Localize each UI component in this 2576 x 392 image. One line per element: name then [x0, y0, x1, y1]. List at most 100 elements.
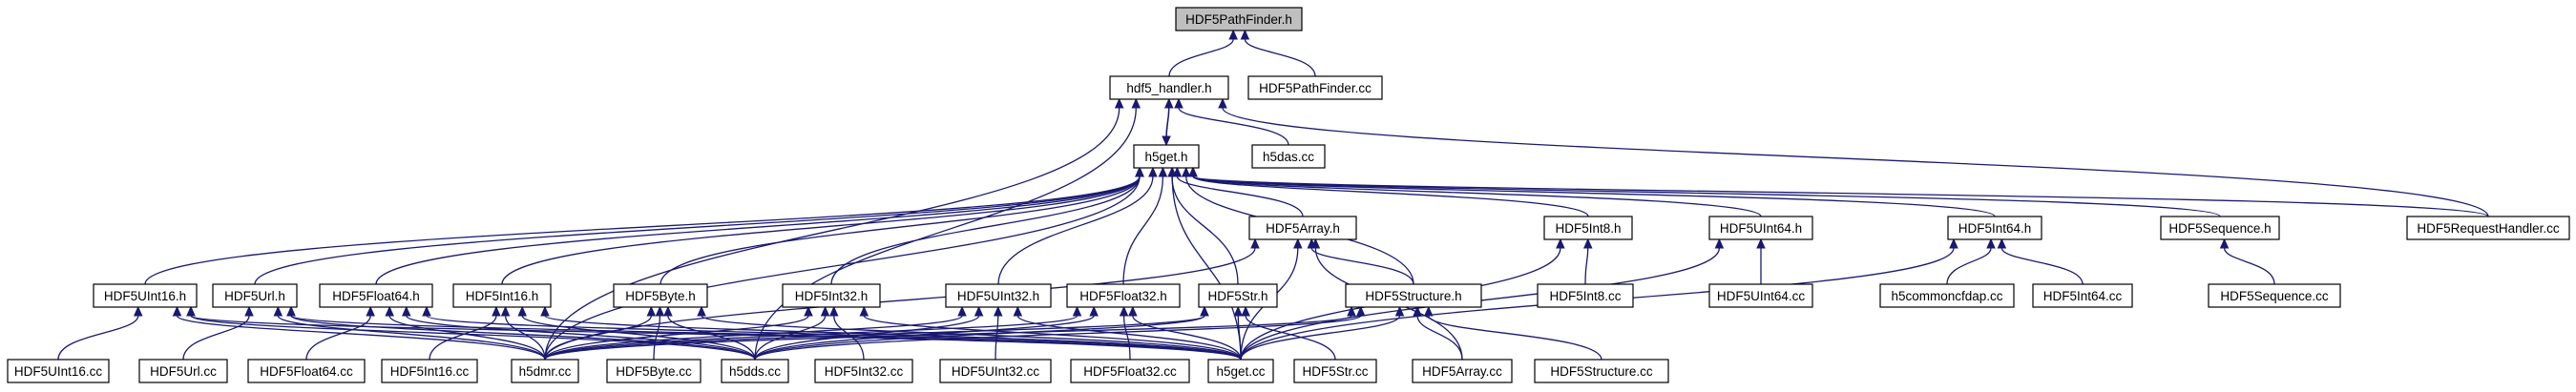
node-hdf5array-h[interactable]: HDF5Array.h: [1248, 216, 1357, 240]
node-hdf5uint16-h[interactable]: HDF5UInt16.h: [93, 283, 198, 308]
node-box: [1251, 144, 1326, 169]
edge-hdf5sequence_h-to-hdf5sequence_cc: [2219, 237, 2275, 285]
node-hdf5uint32-h[interactable]: HDF5UInt32.h: [945, 283, 1052, 308]
node-label: HDF5Int64.h: [1958, 221, 2032, 236]
edge-hdf5byte_h-to-h5dmr_cc: [544, 305, 657, 361]
node-hdf5sequence-h[interactable]: HDF5Sequence.h: [2160, 216, 2280, 240]
edge-h5get_h-to-hdf5byte_h: [660, 166, 1144, 285]
node-box: [1345, 283, 1482, 308]
node-box: [452, 283, 552, 308]
node-hdf5url-h[interactable]: HDF5Url.h: [212, 283, 298, 308]
edge-hdf5uint32_h-to-h5get_cc: [1013, 305, 1242, 361]
node-box: [212, 283, 298, 308]
node-hdf5int32-cc[interactable]: HDF5Int32.cc: [814, 359, 913, 383]
node-box: [1879, 283, 2015, 308]
node-hdf5structure-cc[interactable]: HDF5Structure.cc: [1534, 359, 1669, 383]
edge-hdf5int64_h-to-hdf5int64_cc: [1997, 237, 2084, 285]
node-box: [606, 359, 702, 383]
node-h5get-cc[interactable]: h5get.cc: [1207, 359, 1274, 383]
node-h5commoncfdap-cc[interactable]: h5commoncfdap.cc: [1879, 283, 2015, 308]
node-label: HDF5Int32.h: [795, 289, 869, 303]
edge-hdf5uint32_h-to-hdf5uint32_cc: [993, 305, 1003, 361]
edge-hdf5str_h-to-hdf5str_cc: [1241, 305, 1336, 361]
edge-hdf5url_h-to-h5dmr_cc: [273, 305, 546, 361]
node-h5dmr-cc[interactable]: h5dmr.cc: [511, 359, 579, 383]
node-hdf5-handler-h[interactable]: hdf5_handler.h: [1109, 75, 1229, 100]
node-hdf5str-cc[interactable]: HDF5Str.cc: [1293, 359, 1377, 383]
edge-root-to-hdf5_handler_h: [1168, 29, 1238, 77]
node-hdf5structure-h[interactable]: HDF5Structure.h: [1345, 283, 1482, 308]
node-root: HDF5PathFinder.h: [1175, 7, 1303, 31]
node-hdf5byte-h[interactable]: HDF5Byte.h: [613, 283, 708, 308]
node-hdf5str-h[interactable]: HDF5Str.h: [1198, 283, 1278, 308]
nodes-layer: HDF5PathFinder.h hdf5_handler.h HDF5PathFi…: [7, 7, 2570, 383]
node-label: HDF5Structure.h: [1365, 289, 1461, 303]
node-hdf5uint64-h[interactable]: HDF5UInt64.h: [1708, 216, 1813, 240]
node-hdf5int32-h[interactable]: HDF5Int32.h: [782, 283, 881, 308]
node-box: [1708, 283, 1813, 308]
node-hdf5float64-cc[interactable]: HDF5Float64.cc: [247, 359, 366, 383]
edge-hdf5_handler_h-to-h5das_cc: [1174, 97, 1289, 146]
node-hdf5sequence-cc[interactable]: HDF5Sequence.cc: [2208, 283, 2341, 308]
edge-hdf5float32_h-to-h5get_cc: [1128, 305, 1242, 361]
edge-hdf5float32_h-to-h5dmr_cc: [544, 305, 1082, 361]
node-hdf5requesthandler-cc[interactable]: HDF5RequestHandler.cc: [2406, 216, 2570, 240]
edge-h5get_h-to-h5dmr_cc: [544, 166, 1144, 361]
node-label: hdf5_handler.h: [1126, 81, 1211, 95]
node-label: h5dmr.cc: [519, 364, 572, 379]
node-label: HDF5Int8.cc: [1549, 289, 1621, 303]
edge-hdf5int32_h-to-h5dmr_cc: [544, 305, 813, 361]
edge-hdf5int16_h-to-h5dmr_cc: [500, 305, 546, 361]
edge-hdf5int32_h-to-hdf5int32_cc: [828, 305, 865, 361]
node-label: HDF5Url.h: [224, 289, 285, 303]
node-box: [247, 359, 366, 383]
edge-hdf5int64_h-to-h5commoncfdap_cc: [1946, 237, 1996, 285]
node-hdf5uint32-cc[interactable]: HDF5UInt32.cc: [939, 359, 1052, 383]
edge-h5get_h-to-hdf5str_h: [1167, 166, 1239, 285]
node-label: HDF5UInt32.cc: [952, 364, 1040, 379]
node-hdf5int16-cc[interactable]: HDF5Int16.cc: [381, 359, 478, 383]
node-h5dds-cc[interactable]: h5dds.cc: [721, 359, 789, 383]
node-box: [1412, 359, 1513, 383]
node-box: [1534, 359, 1669, 383]
node-hdf5int16-h[interactable]: HDF5Int16.h: [452, 283, 552, 308]
node-box: [1207, 359, 1274, 383]
node-hdf5pathfinder-cc[interactable]: HDF5PathFinder.cc: [1247, 75, 1383, 100]
edge-hdf5int32_h-to-h5dds_cc: [754, 305, 830, 361]
node-box: [1070, 359, 1190, 383]
node-hdf5int64-h[interactable]: HDF5Int64.h: [1947, 216, 2042, 240]
edge-h5get_h-to-hdf5int64_h: [1188, 166, 1996, 217]
node-hdf5uint16-cc[interactable]: HDF5UInt16.cc: [7, 359, 110, 383]
node-hdf5int8-h[interactable]: HDF5Int8.h: [1543, 216, 1633, 240]
edge-hdf5float32_h-to-h5dds_cc: [754, 305, 1099, 361]
edge-hdf5byte_h-to-hdf5byte_cc: [653, 305, 665, 361]
node-h5get-h[interactable]: h5get.h: [1133, 144, 1200, 169]
node-box: [93, 283, 198, 308]
node-label: HDF5Int8.h: [1555, 221, 1621, 236]
node-hdf5float64-h[interactable]: HDF5Float64.h: [319, 283, 433, 308]
node-hdf5byte-cc[interactable]: HDF5Byte.cc: [606, 359, 702, 383]
node-box: [319, 283, 433, 308]
edge-hdf5float32_h-to-hdf5float32_cc: [1119, 305, 1131, 361]
edge-root-to-hdf5pathfinder_cc: [1240, 29, 1316, 77]
node-label: HDF5Int16.cc: [390, 364, 470, 379]
node-hdf5int8-cc[interactable]: HDF5Int8.cc: [1537, 283, 1634, 308]
edge-hdf5int16_h-to-h5dds_cc: [517, 305, 756, 361]
node-hdf5array-cc[interactable]: HDF5Array.cc: [1412, 359, 1513, 383]
edge-h5get_h-to-hdf5float32_h: [1122, 166, 1168, 285]
edge-hdf5int16_h-to-hdf5int16_cc: [429, 305, 501, 361]
edge-h5get_h-to-hdf5requesthandler_cc: [1188, 166, 2489, 217]
node-box: [1947, 216, 2042, 240]
node-box: [381, 359, 478, 383]
node-box: [7, 359, 110, 383]
node-hdf5url-cc[interactable]: HDF5Url.cc: [138, 359, 228, 383]
node-hdf5float32-h[interactable]: HDF5Float32.h: [1066, 283, 1181, 308]
edge-hdf5float64_h-to-hdf5float64_cc: [305, 305, 375, 361]
node-hdf5float32-cc[interactable]: HDF5Float32.cc: [1070, 359, 1190, 383]
edge-hdf5float64_h-to-h5get_cc: [422, 305, 1242, 361]
edge-hdf5structure_h-to-h5dmr_cc: [544, 305, 1356, 361]
node-hdf5int64-cc[interactable]: HDF5Int64.cc: [2032, 283, 2133, 308]
node-hdf5uint64-cc[interactable]: HDF5UInt64.cc: [1708, 283, 1813, 308]
edge-h5get_h-to-hdf5url_h: [254, 166, 1144, 285]
node-h5das-cc[interactable]: h5das.cc: [1251, 144, 1326, 169]
